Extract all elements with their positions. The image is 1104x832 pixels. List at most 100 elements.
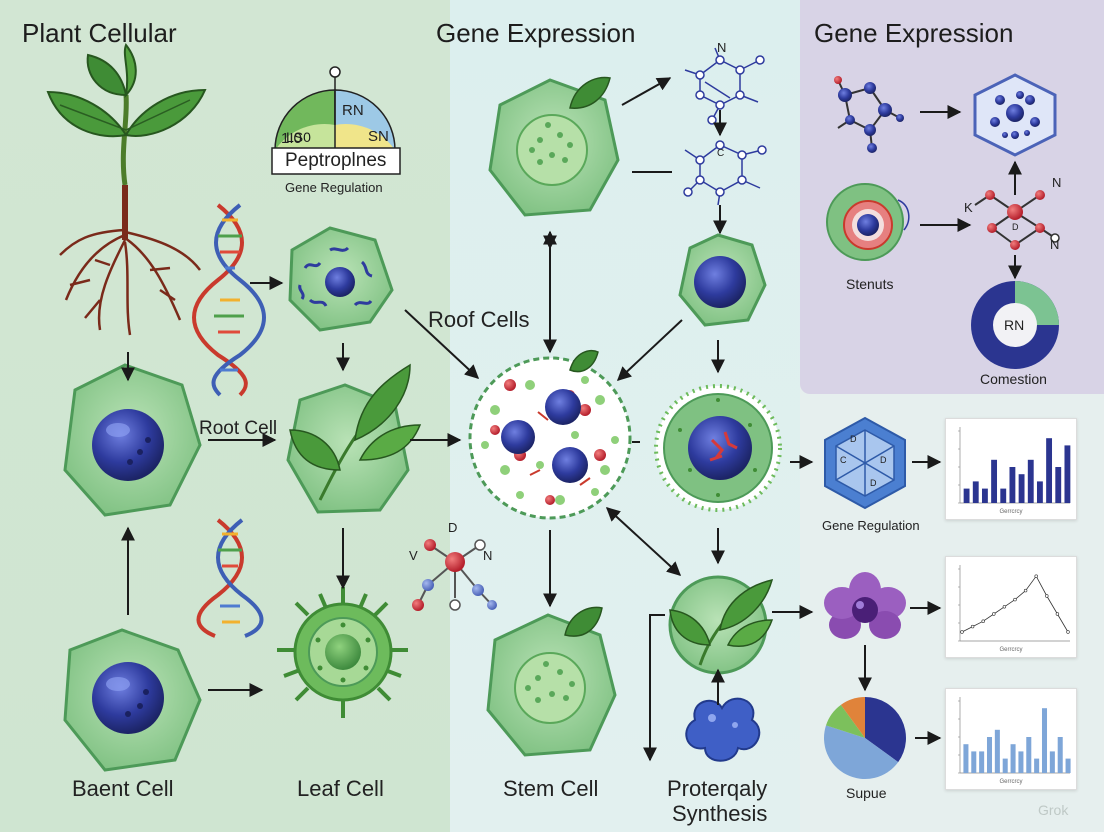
chart-bar [1055, 467, 1062, 503]
chart-point [1023, 588, 1028, 593]
chart-bar [1036, 481, 1043, 503]
grok-watermark: Grok [1038, 802, 1069, 818]
dna-helix-icon [192, 203, 266, 397]
central-cell-icon [468, 349, 632, 520]
chart-bar [1027, 459, 1034, 503]
chart-bar [972, 481, 979, 503]
flow-lines [632, 171, 672, 762]
chart-bar [1041, 708, 1048, 773]
leaf-cell-label: Leaf Cell [297, 776, 384, 801]
chart-point [1034, 574, 1038, 578]
line-chart-svg [958, 565, 1070, 642]
pie-chart [824, 697, 906, 779]
chart-bar [1046, 438, 1053, 503]
chart-bar [971, 751, 977, 773]
chart-bar [1010, 744, 1016, 773]
pie-slice [840, 697, 865, 738]
molecule-letter: K [964, 200, 973, 215]
chart-bar [1002, 758, 1008, 773]
leaf-round-cell-icon [668, 575, 774, 675]
flow-arrows [121, 77, 1022, 745]
chart-point [1013, 597, 1017, 602]
supue-label: Supue [846, 785, 887, 801]
chart-x-axis-label: Gerrcrcy [999, 779, 1023, 785]
chart-point [1002, 605, 1007, 609]
chart-x-axis-label: Gerrcrcy [999, 509, 1023, 515]
chart-bar [994, 729, 1000, 773]
chart-bar [1065, 758, 1071, 773]
stenuts-label: Stenuts [846, 276, 894, 292]
chart-point [981, 619, 985, 623]
chart-bar [1009, 467, 1016, 503]
top-stem-cell-icon [488, 76, 620, 217]
molecule-letter: N [1052, 175, 1062, 190]
chart-point [992, 612, 996, 616]
blue-nucleus-cell-icon [678, 233, 767, 327]
molecule-letter: D [448, 520, 458, 535]
chart-point [1045, 594, 1049, 598]
bar-chart-bottom: Gerrcrcy [945, 688, 1077, 790]
chart-bar [991, 459, 998, 503]
bar-chart-bottom-svg [958, 697, 1071, 774]
chart-bar [1018, 474, 1025, 503]
hexagon-vesicle-icon [973, 73, 1057, 157]
chart-bar [981, 488, 988, 503]
baent-cell-icon [63, 628, 202, 772]
gene-expression-right-heading: Gene Expression [814, 18, 1014, 48]
spiky-leaf-cell-icon [277, 587, 408, 718]
leaf-cell-icon [286, 363, 422, 514]
chart-bar [1000, 488, 1007, 503]
pie-slice [826, 704, 865, 738]
dial-segment-label: 1I0 [281, 130, 302, 147]
red-chromosome-cell-icon [654, 384, 782, 512]
hexagon-letter: D [880, 455, 887, 465]
chart-bar [1064, 445, 1071, 503]
chart-bar [1049, 751, 1055, 773]
chart-point [1055, 612, 1060, 616]
gene-regulation-label: Gene Regulation [285, 180, 383, 195]
chart-bar [963, 488, 970, 503]
molecule-letter: N [717, 40, 727, 55]
donut-chart-icon [971, 281, 1059, 369]
chart-bar [979, 751, 985, 773]
bar-chart-top: Gerrcrcy [945, 418, 1077, 520]
line-chart: Gerrcrcy [945, 556, 1077, 658]
dna-helix-icon [196, 518, 264, 638]
hexagon-letter: D [870, 478, 877, 488]
root-cell-icon [63, 363, 202, 517]
stem-cell-label: Stem Cell [503, 776, 599, 801]
molecule-letter: N [1050, 237, 1060, 252]
chart-point [1066, 630, 1070, 634]
gene-expression-heading: Gene Expression [436, 18, 636, 48]
root-cell-label: Root Cell [199, 418, 278, 439]
plant-illustration [46, 43, 207, 336]
roof-cells-label: Roof Cells [428, 307, 530, 332]
protein-blob-icon [685, 697, 761, 762]
purple-flower-cell-icon [824, 572, 906, 639]
donut-center-label: RN [1004, 317, 1025, 333]
chart-series-line [961, 575, 1069, 633]
dial-segment-label: RN [342, 102, 364, 119]
bar-chart-top-svg [958, 427, 1071, 504]
chart-bar [1026, 737, 1032, 773]
chart-x-axis-label: Gerrcrcy [999, 647, 1023, 653]
chart-bar [1018, 751, 1024, 773]
chromatin-cell-icon [288, 226, 394, 332]
stem-cell-icon [486, 606, 617, 757]
chart-point [970, 624, 975, 629]
hexagon-letter: D [850, 434, 857, 444]
molecule-atoms-mid [683, 140, 767, 197]
plant-cellular-heading: Plant Cellular [22, 18, 177, 48]
molecule-letter: N [483, 548, 493, 563]
hexagon-letter: C [840, 455, 847, 465]
hexagon-pie-icon [824, 416, 906, 510]
chart-bar [963, 744, 969, 773]
molecule-letter: V [409, 548, 418, 563]
pie-slice [824, 725, 899, 779]
chart-point [960, 630, 964, 634]
dial-caption: Peptroplnes [285, 150, 387, 171]
protein-label-line2: Synthesis [672, 801, 768, 826]
peptroplnes-dial [271, 66, 401, 175]
gene-regulation-right-label: Gene Regulation [822, 518, 920, 533]
